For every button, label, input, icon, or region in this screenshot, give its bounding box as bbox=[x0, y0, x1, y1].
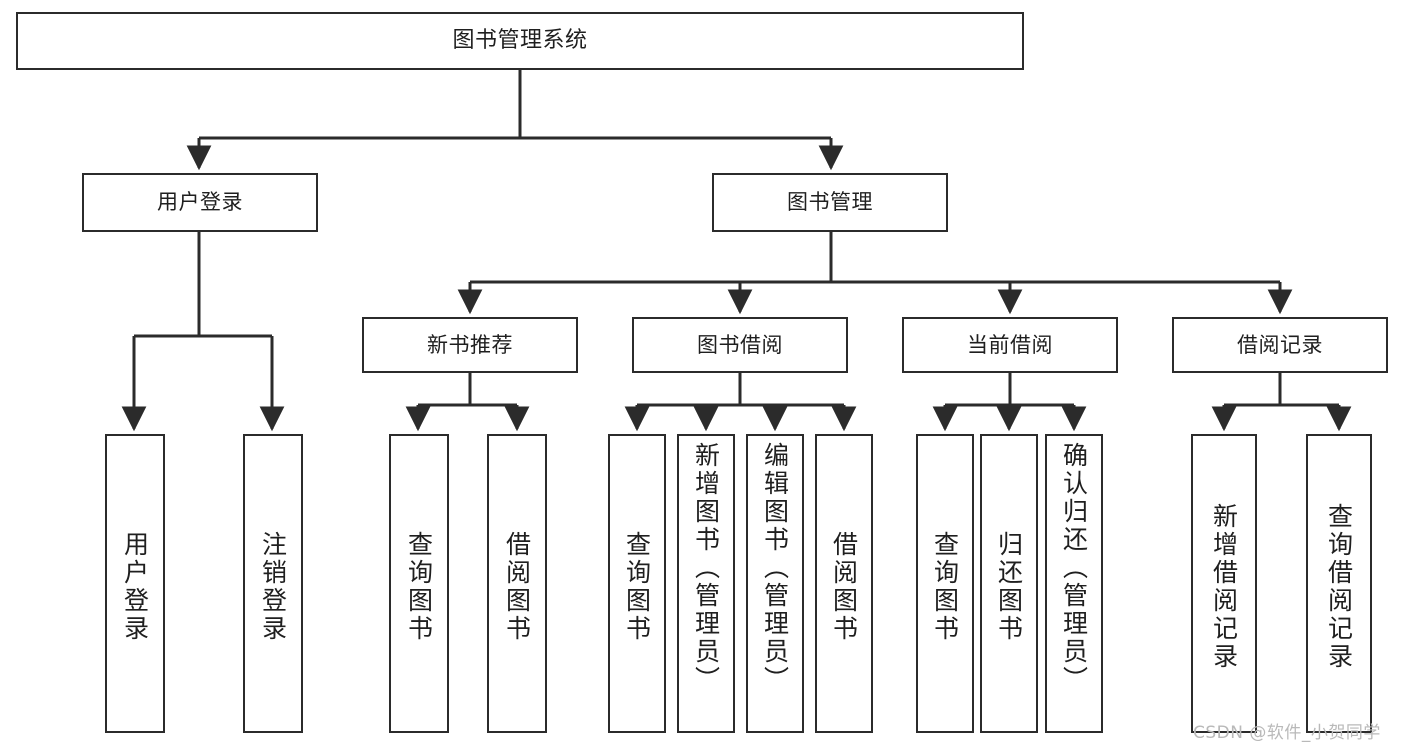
node-leaf-query-book-1-label: 查询图书 bbox=[404, 530, 434, 643]
node-leaf-return-book-label: 归还图书 bbox=[994, 530, 1024, 643]
node-leaf-edit-book[interactable]: 编辑图书（管理员） bbox=[746, 434, 804, 733]
node-user-login-label: 用户登录 bbox=[157, 190, 243, 215]
node-leaf-query-book-3-label: 查询图书 bbox=[930, 530, 960, 643]
node-leaf-borrow-book-1-label: 借阅图书 bbox=[502, 530, 532, 643]
node-leaf-confirm-return-label: 确认归还（管理员） bbox=[1059, 442, 1089, 694]
node-leaf-query-record[interactable]: 查询借阅记录 bbox=[1306, 434, 1372, 733]
node-leaf-add-book[interactable]: 新增图书（管理员） bbox=[677, 434, 735, 733]
node-leaf-confirm-return[interactable]: 确认归还（管理员） bbox=[1045, 434, 1103, 733]
node-root[interactable]: 图书管理系统 bbox=[16, 12, 1024, 70]
csdn-watermark: CSDN @软件_小贺同学 bbox=[1193, 723, 1381, 743]
node-borrow-record[interactable]: 借阅记录 bbox=[1172, 317, 1388, 373]
node-book-borrow[interactable]: 图书借阅 bbox=[632, 317, 848, 373]
node-current-borrow-label: 当前借阅 bbox=[967, 332, 1053, 357]
node-book-borrow-label: 图书借阅 bbox=[697, 332, 783, 357]
node-book-manage[interactable]: 图书管理 bbox=[712, 173, 948, 232]
node-current-borrow[interactable]: 当前借阅 bbox=[902, 317, 1118, 373]
node-leaf-add-book-label: 新增图书（管理员） bbox=[691, 442, 721, 694]
node-leaf-edit-book-label: 编辑图书（管理员） bbox=[760, 442, 790, 694]
node-leaf-user-login[interactable]: 用户登录 bbox=[105, 434, 165, 733]
node-leaf-query-book-2[interactable]: 查询图书 bbox=[608, 434, 666, 733]
node-root-label: 图书管理系统 bbox=[452, 28, 588, 54]
node-leaf-add-record[interactable]: 新增借阅记录 bbox=[1191, 434, 1257, 733]
node-borrow-record-label: 借阅记录 bbox=[1237, 332, 1323, 357]
node-new-book-rec-label: 新书推荐 bbox=[427, 332, 513, 357]
node-leaf-return-book[interactable]: 归还图书 bbox=[980, 434, 1038, 733]
node-book-manage-label: 图书管理 bbox=[787, 190, 873, 215]
node-leaf-logout[interactable]: 注销登录 bbox=[243, 434, 303, 733]
node-leaf-borrow-book-2-label: 借阅图书 bbox=[829, 530, 859, 643]
node-leaf-borrow-book-1[interactable]: 借阅图书 bbox=[487, 434, 547, 733]
node-new-book-rec[interactable]: 新书推荐 bbox=[362, 317, 578, 373]
node-leaf-query-book-1[interactable]: 查询图书 bbox=[389, 434, 449, 733]
node-leaf-query-book-2-label: 查询图书 bbox=[622, 530, 652, 643]
node-leaf-query-record-label: 查询借阅记录 bbox=[1324, 502, 1354, 671]
node-leaf-user-login-label: 用户登录 bbox=[120, 530, 150, 643]
node-leaf-query-book-3[interactable]: 查询图书 bbox=[916, 434, 974, 733]
node-leaf-add-record-label: 新增借阅记录 bbox=[1209, 502, 1239, 671]
node-leaf-borrow-book-2[interactable]: 借阅图书 bbox=[815, 434, 873, 733]
node-leaf-logout-label: 注销登录 bbox=[258, 530, 288, 643]
node-user-login[interactable]: 用户登录 bbox=[82, 173, 318, 232]
